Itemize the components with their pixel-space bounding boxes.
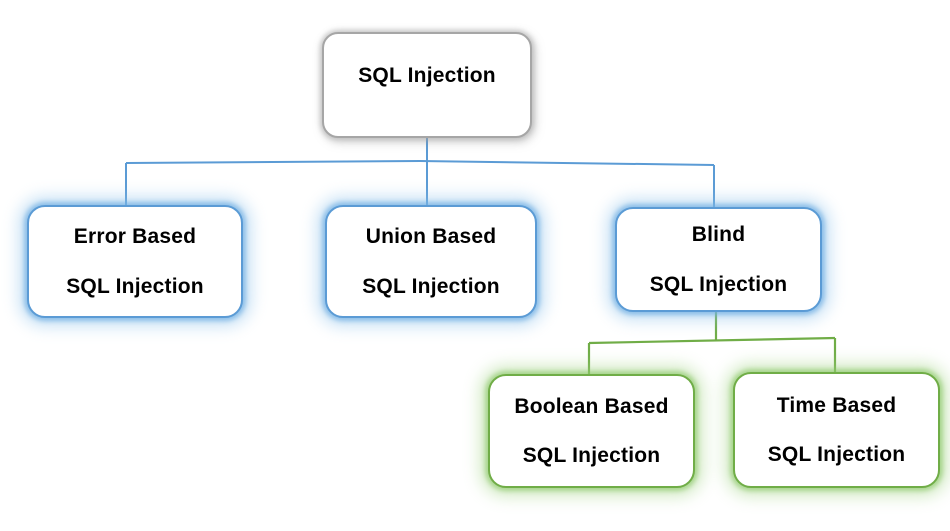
node-union-based-label-line2: SQL Injection bbox=[362, 274, 500, 298]
node-boolean-based-label-line1: Boolean Based bbox=[514, 394, 669, 418]
node-sql-injection-label: SQL Injection bbox=[358, 64, 496, 88]
node-union-based-label-line1: Union Based bbox=[365, 225, 497, 249]
connector-blue bbox=[125, 138, 715, 208]
node-time-based-label-line2: SQL Injection bbox=[767, 443, 906, 466]
node-blind-sql-injection: Blind SQL Injection bbox=[615, 207, 822, 312]
node-error-based-label-line1: Error Based bbox=[73, 225, 197, 249]
node-union-based-sql-injection: Union Based SQL Injection bbox=[325, 205, 537, 318]
node-time-based-sql-injection: Time Based SQL Injection bbox=[733, 372, 940, 488]
node-error-based-label-line2: SQL Injection bbox=[66, 274, 204, 298]
connector-green bbox=[587, 311, 837, 375]
node-blind-label-line2: SQL Injection bbox=[649, 272, 788, 296]
node-blind-label-line1: Blind bbox=[691, 223, 746, 247]
node-sql-injection: SQL Injection bbox=[322, 32, 532, 138]
node-error-based-sql-injection: Error Based SQL Injection bbox=[27, 205, 243, 318]
node-time-based-label-line1: Time Based bbox=[776, 393, 897, 417]
node-boolean-based-label-line2: SQL Injection bbox=[522, 444, 661, 467]
node-boolean-based-sql-injection: Boolean Based SQL Injection bbox=[488, 374, 695, 488]
